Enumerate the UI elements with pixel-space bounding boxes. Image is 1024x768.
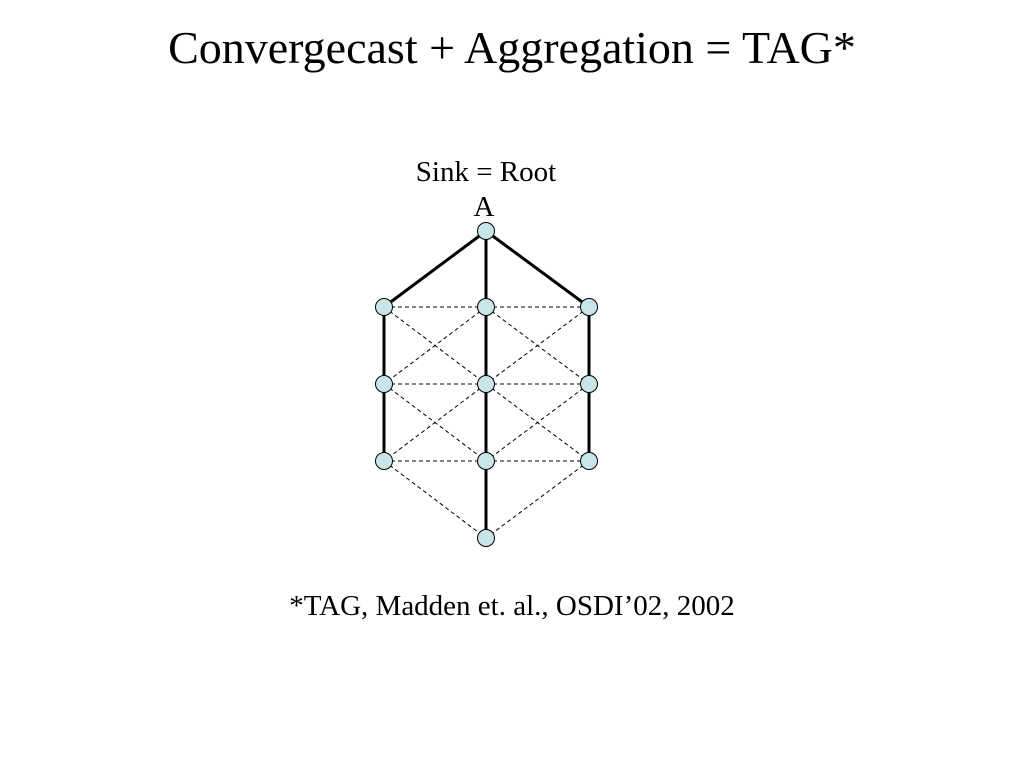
- citation: *TAG, Madden et. al., OSDI’02, 2002: [289, 590, 735, 622]
- link-edge-n2-n4: [383, 306, 487, 385]
- link-edges: [383, 306, 590, 539]
- node-n5: [477, 375, 495, 393]
- node-n7: [375, 452, 393, 470]
- node-n1: [375, 298, 393, 316]
- node-n4: [375, 375, 393, 393]
- node-A: [477, 222, 495, 240]
- tree-edges: [382, 229, 591, 538]
- node-n10: [477, 529, 495, 547]
- node-n6: [580, 375, 598, 393]
- link-edge-n9-n10: [485, 460, 590, 539]
- sink-label: Sink = Root: [415, 156, 557, 188]
- tree-edge-A-n1: [383, 229, 487, 309]
- tree-edge-A-n3: [485, 229, 590, 309]
- link-edge-n3-n5: [485, 306, 590, 385]
- slide-title: Convergecast + Aggregation = TAG*: [168, 22, 856, 73]
- link-edge-n7-n10: [383, 460, 487, 539]
- graph-nodes: [375, 222, 598, 547]
- link-edge-n5-n7: [383, 383, 487, 462]
- node-n2: [477, 298, 495, 316]
- root-node-label: A: [473, 191, 495, 223]
- node-n9: [580, 452, 598, 470]
- link-edge-n6-n8: [485, 383, 590, 462]
- node-n3: [580, 298, 598, 316]
- node-n8: [477, 452, 495, 470]
